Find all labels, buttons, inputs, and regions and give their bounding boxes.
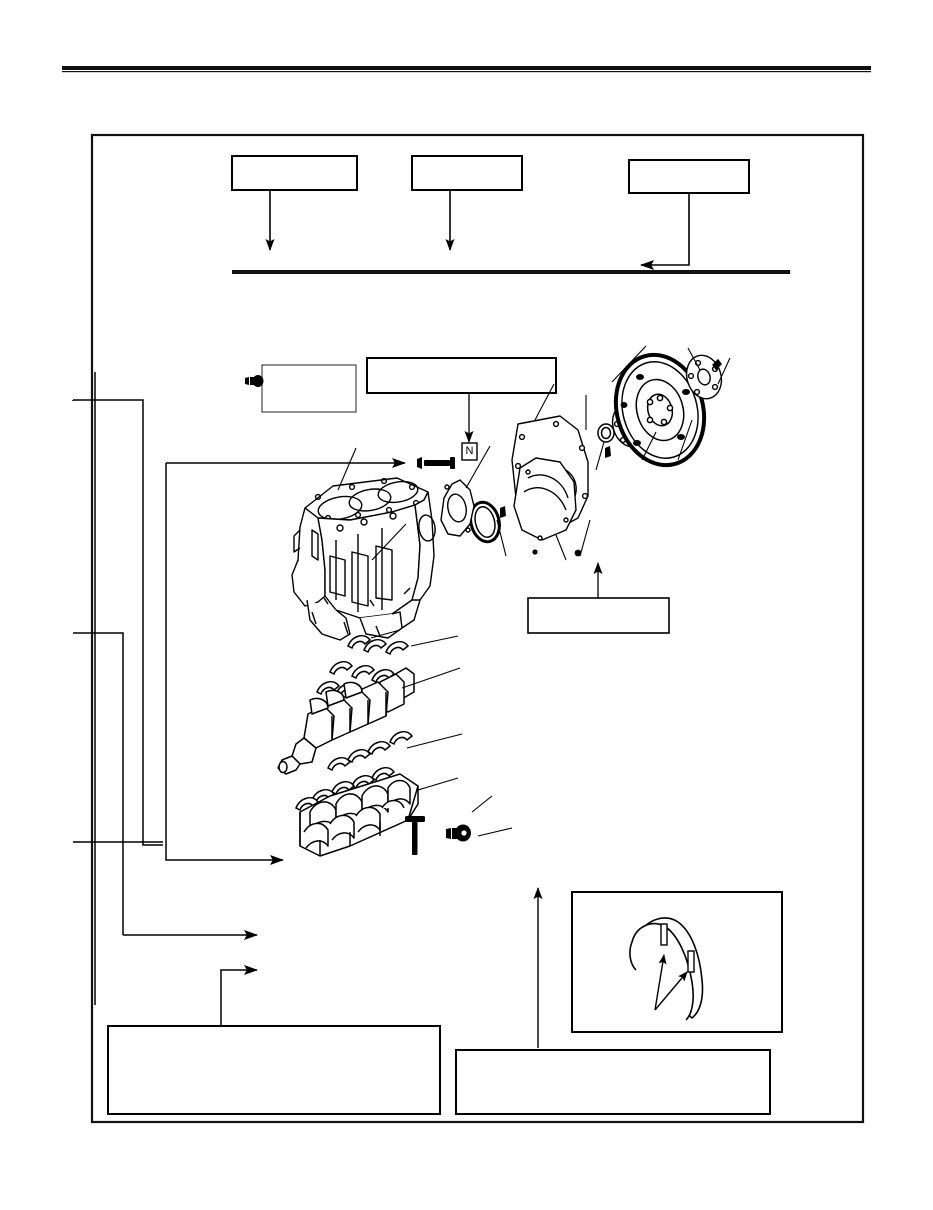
illustration-frame [90, 133, 865, 1124]
mid-label-leaders [464, 393, 603, 598]
part-leader-lines [337, 345, 731, 837]
note-box-left-text [108, 1026, 440, 1114]
note-box-right [455, 1049, 771, 1115]
torque-spec-label[interactable] [268, 365, 356, 412]
note-box-left [107, 1025, 441, 1115]
top-label-leaders [265, 190, 690, 270]
pilot-bushing [597, 423, 615, 443]
note-box-right-text [456, 1050, 770, 1114]
top-label-3[interactable] [629, 160, 749, 193]
marker-n: N [465, 445, 474, 458]
torque-bolt-icon [245, 375, 264, 387]
main-bearing-lower [295, 731, 414, 812]
top-label-2-box [411, 155, 523, 191]
seal-retainer-note-box [527, 597, 670, 634]
flywheel-ring-gear [613, 352, 707, 468]
bearing-detail-inset [571, 891, 783, 1033]
section-divider [232, 270, 790, 274]
drive-plate-adapter-upper [685, 354, 723, 400]
rear-oil-seal-retainer [440, 479, 475, 537]
seal-retainer-label[interactable] [528, 598, 669, 633]
main-bearing-upper [316, 635, 410, 698]
left-callout-routing [73, 372, 406, 1030]
block-bolt-icon [417, 457, 455, 469]
figure-caption [92, 1124, 863, 1140]
dowel-pin [500, 446, 611, 557]
marker-n-symbol [461, 442, 478, 461]
retainer-lower-body [513, 457, 577, 541]
header-rule [62, 66, 871, 73]
top-label-1-box [231, 155, 358, 191]
main-bearing-bolt [405, 816, 425, 855]
crankshaft [277, 667, 415, 775]
bearing-beam [299, 773, 419, 857]
assembly-note-label[interactable] [367, 358, 556, 393]
top-label-2[interactable] [412, 156, 522, 190]
cylinder-block [291, 477, 436, 641]
bolt-washer [446, 824, 471, 842]
top-label-3-box [628, 159, 750, 194]
rear-oil-seal [469, 500, 501, 544]
assembly-note-box [366, 357, 557, 394]
top-label-1[interactable] [232, 156, 357, 190]
torque-spec-box [261, 364, 357, 413]
bearing-detail-inset-caption [572, 1034, 782, 1050]
